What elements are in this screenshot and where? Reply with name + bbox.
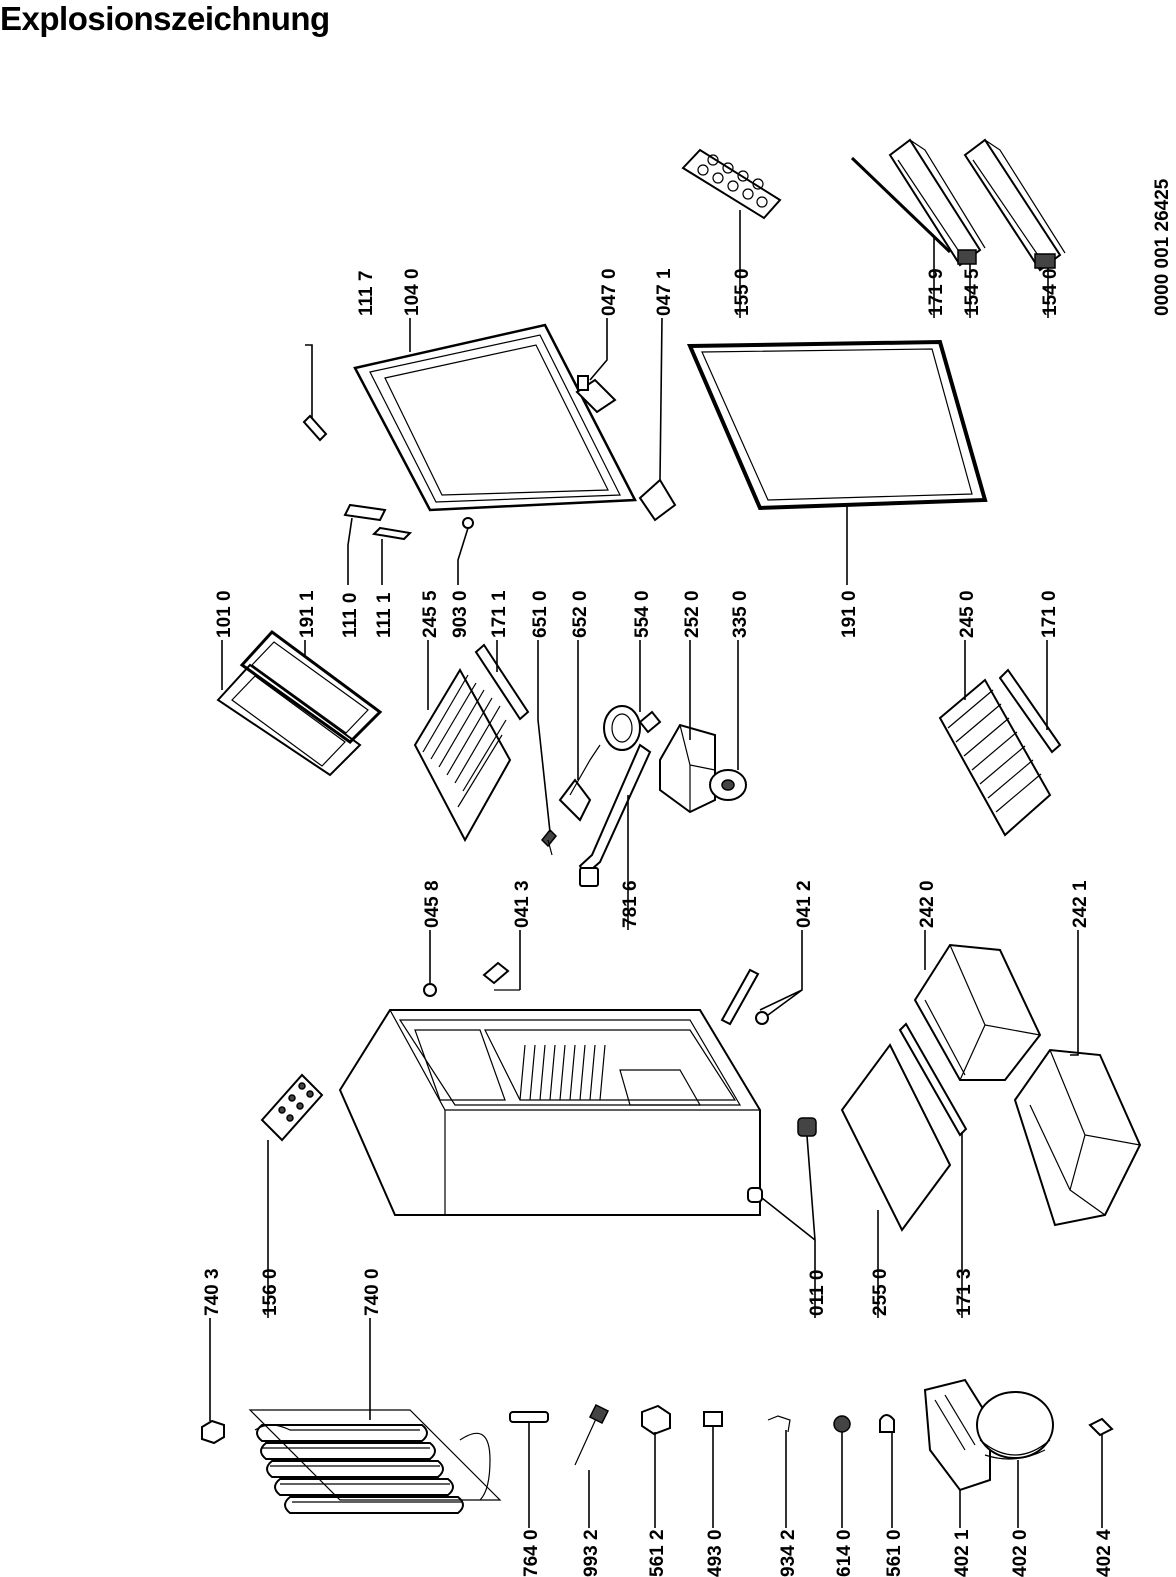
cabinet-body [338, 1009, 761, 1216]
part-554-0 [603, 640, 662, 751]
label-614-0: 614 0 [834, 1529, 855, 1577]
label-781-6: 781 6 [620, 880, 641, 928]
label-651-0: 651 0 [530, 590, 551, 638]
hinge-047-1 [638, 317, 677, 522]
label-764-0: 764 0 [521, 1529, 542, 1577]
part-402-1 [923, 1378, 991, 1528]
label-335-0: 335 0 [730, 590, 751, 638]
label-111-1: 111 1 [374, 592, 395, 638]
egg-tray-155-0 [681, 148, 782, 318]
part-041-2 [720, 930, 803, 1026]
label-041-2: 041 2 [794, 880, 815, 928]
document-number: 0000 001 26425 [1152, 178, 1173, 316]
label-903-0: 903 0 [450, 590, 471, 638]
part-335-0 [709, 640, 747, 801]
thermostat-652-0 [558, 640, 601, 822]
seal-191-1 [239, 629, 383, 744]
label-242-0: 242 0 [917, 880, 938, 928]
label-652-0: 652 0 [570, 590, 591, 638]
freezer-door-101-0 [216, 640, 362, 777]
label-047-0: 047 0 [599, 268, 620, 316]
glass-shelf-255-0 [840, 1043, 952, 1318]
light-781-6 [578, 743, 652, 930]
page-title: Explosionszeichnung [0, 0, 330, 37]
label-045-8: 045 8 [422, 880, 443, 928]
trim-171-3 [898, 1022, 968, 1318]
part-041-3 [482, 930, 521, 991]
part-493-0 [703, 1411, 723, 1528]
part-740-3 [201, 1318, 225, 1445]
grid-shelf-245-0 [938, 640, 1052, 837]
label-104-0: 104 0 [402, 268, 423, 316]
label-740-3: 740 3 [202, 1268, 223, 1316]
label-561-0: 561 0 [884, 1529, 905, 1577]
compressor-402-0 [976, 1391, 1054, 1528]
label-155-0: 155 0 [732, 268, 753, 316]
label-171-1: 171 1 [489, 590, 510, 638]
egg-tray-156-0 [260, 1073, 324, 1318]
door-shelf-154-5 [888, 138, 986, 318]
part-764-0 [509, 1411, 549, 1528]
hinge-047-0 [575, 318, 617, 414]
label-111-7: 111 7 [356, 271, 377, 316]
label-154-5: 154 5 [962, 268, 983, 316]
part-111-7 [302, 344, 328, 442]
rod-171-9 [850, 156, 952, 318]
label-171-9: 171 9 [926, 268, 947, 316]
part-045-8 [423, 930, 437, 997]
door-shelf-154-0 [963, 138, 1066, 318]
label-245-0: 245 0 [957, 590, 978, 638]
part-111-0 [343, 503, 387, 585]
label-554-0: 554 0 [632, 590, 653, 638]
part-111-1 [371, 526, 413, 585]
label-245-5: 245 5 [420, 590, 441, 638]
label-191-0: 191 0 [839, 590, 860, 638]
part-993-2 [574, 1403, 610, 1528]
label-242-1: 242 1 [1070, 880, 1091, 928]
part-614-0 [833, 1415, 851, 1528]
label-402-0: 402 0 [1010, 1529, 1031, 1577]
label-402-1: 402 1 [952, 1529, 973, 1577]
label-171-3: 171 3 [954, 1268, 975, 1316]
part-934-2 [767, 1415, 791, 1528]
label-156-0: 156 0 [260, 1268, 281, 1316]
trim-171-1 [474, 640, 530, 721]
label-561-2: 561 2 [647, 1529, 668, 1577]
label-493-0: 493 0 [705, 1529, 726, 1577]
part-252-0 [659, 640, 716, 814]
gasket-191-0 [686, 339, 988, 585]
label-154-0: 154 0 [1040, 268, 1061, 316]
grid-shelf-245-5 [413, 640, 512, 843]
label-047-1: 047 1 [654, 268, 675, 316]
part-651-0 [537, 640, 558, 856]
label-402-4: 402 4 [1094, 1529, 1115, 1577]
label-255-0: 255 0 [870, 1268, 891, 1316]
trim-171-0 [998, 640, 1062, 754]
label-740-0: 740 0 [362, 1268, 383, 1316]
part-011-0 [747, 1117, 817, 1318]
part-402-4 [1088, 1417, 1114, 1528]
part-903-0 [457, 517, 474, 585]
part-561-0 [879, 1414, 895, 1528]
door-104-0 [353, 318, 637, 512]
condenser-740-0 [248, 1318, 502, 1514]
label-934-2: 934 2 [778, 1529, 799, 1577]
label-993-2: 993 2 [581, 1529, 602, 1577]
label-011-0: 011 0 [807, 1270, 828, 1317]
label-191-1: 191 1 [297, 590, 318, 638]
label-252-0: 252 0 [682, 590, 703, 638]
label-101-0: 101 0 [214, 590, 235, 638]
part-561-2 [641, 1404, 671, 1528]
label-171-0: 171 0 [1039, 590, 1060, 638]
crisper-242-1 [1013, 930, 1142, 1227]
label-111-0: 111 0 [340, 593, 361, 638]
label-041-3: 041 3 [512, 880, 533, 928]
drawer-242-0 [913, 930, 1042, 1081]
